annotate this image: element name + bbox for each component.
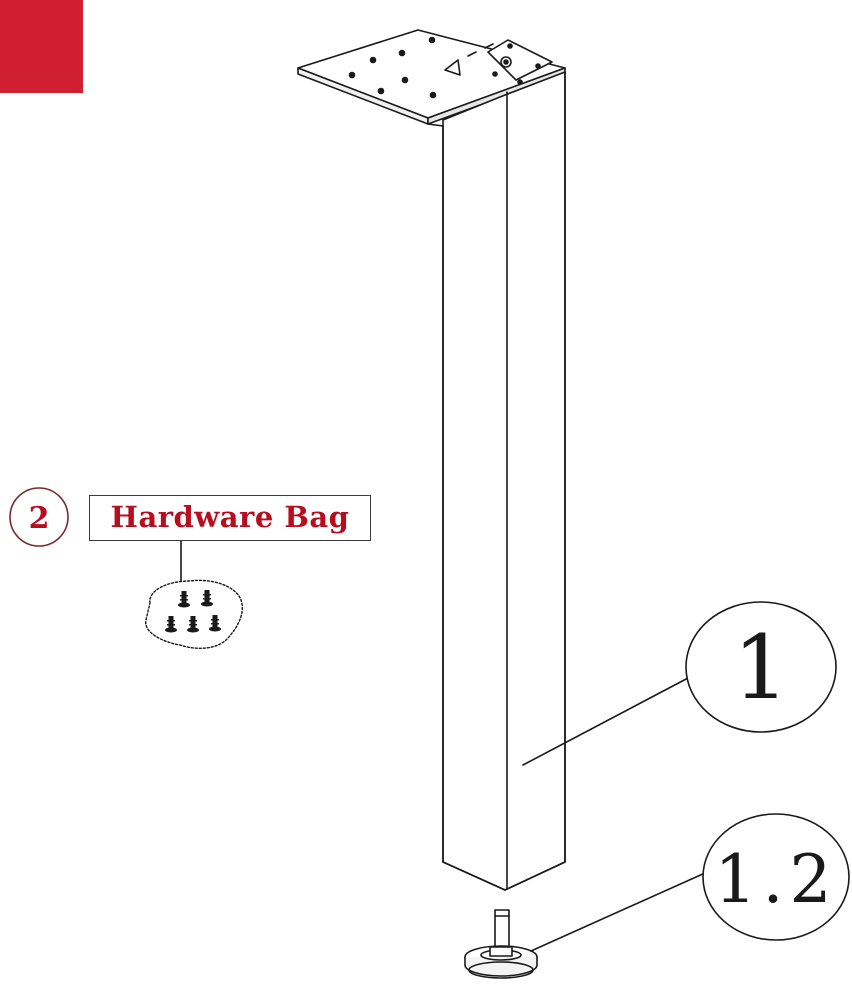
mounting-plate: [297, 29, 566, 125]
callout-number-hardware: 2: [29, 501, 50, 536]
leader-line-leveler: [530, 872, 706, 952]
plate-hole: [428, 36, 436, 44]
callout-bubble-hardware: [9, 487, 69, 547]
corner-accent-block: [0, 0, 83, 93]
screw-icon: [209, 615, 221, 632]
plate-hole: [369, 56, 377, 64]
plate-hole: [401, 76, 409, 84]
callout-number-leg: 1: [733, 616, 789, 719]
screw-icon: [178, 591, 190, 608]
leader-line-leg: [522, 677, 689, 766]
plate-hole: [398, 49, 406, 57]
hardware-bag-outline: [145, 579, 243, 649]
screw-set: [165, 590, 221, 633]
callout-bubble-leg: [685, 601, 837, 733]
plate-center-bolt: [500, 56, 512, 68]
screw-icon: [201, 590, 213, 607]
screw-icon: [187, 616, 199, 633]
hardware-bag-label: Hardware Bag: [89, 495, 371, 541]
plate-arrow-icon: [444, 59, 461, 76]
leveling-foot: [464, 909, 538, 979]
callout-bubble-leveler: [702, 813, 850, 941]
plate-hole: [348, 71, 356, 79]
plate-hole: [377, 87, 385, 95]
callout-number-leveler: 1.2: [715, 841, 838, 918]
table-leg: [427, 71, 566, 891]
screw-icon: [165, 616, 177, 633]
plate-hole: [429, 91, 437, 99]
